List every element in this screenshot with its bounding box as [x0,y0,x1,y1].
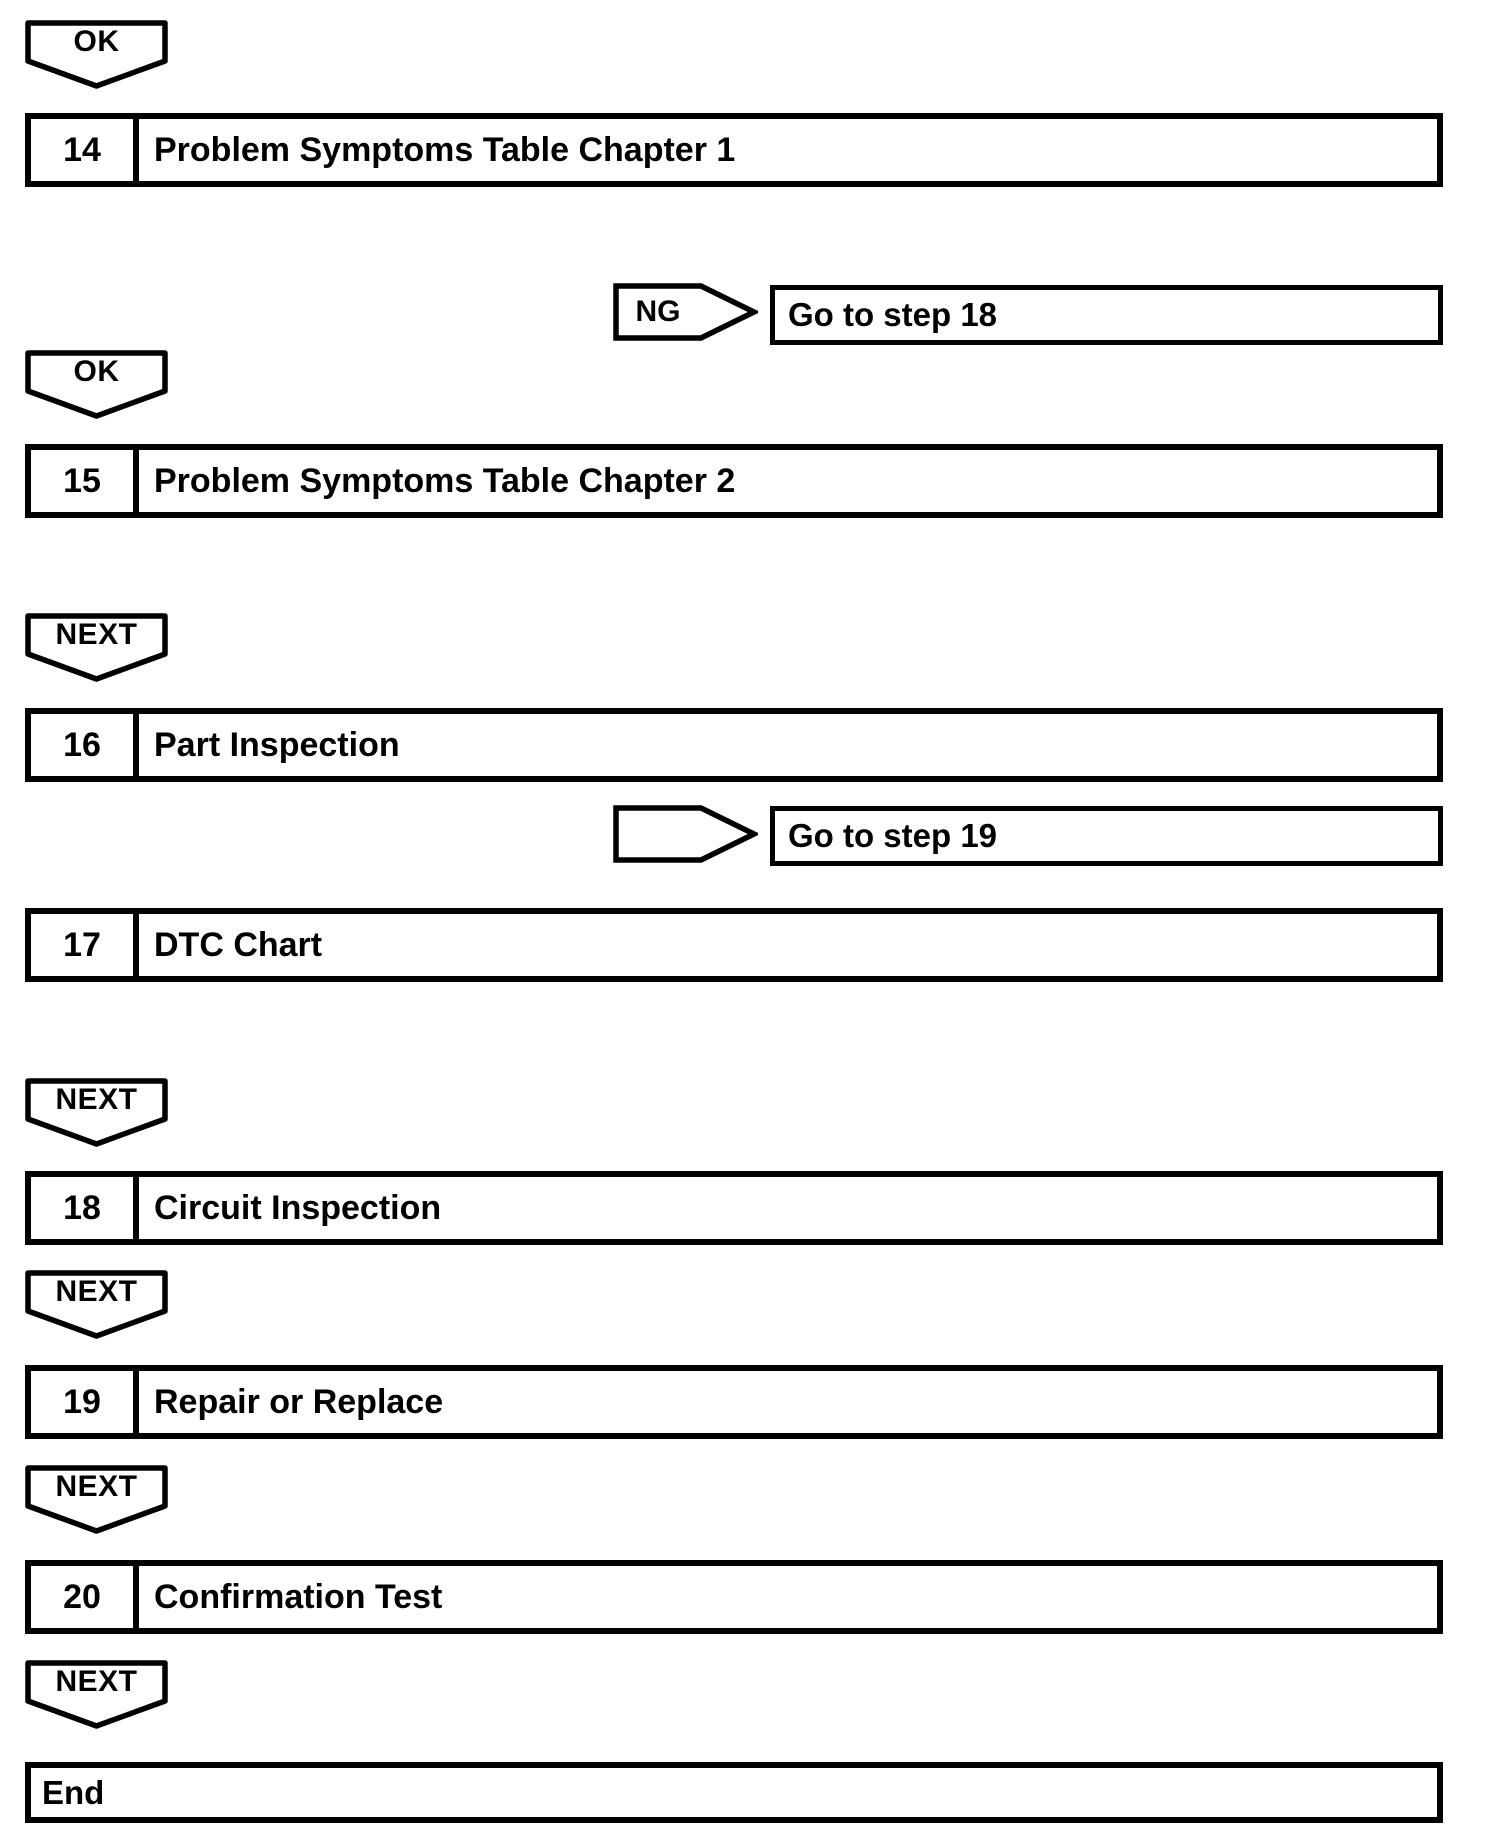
step-box-17: 17 DTC Chart [25,908,1443,982]
step-title: DTC Chart [154,925,323,964]
pentagon-down-shape [25,350,168,419]
connector-label: NEXT [55,618,138,651]
step-number: 18 [31,1177,139,1239]
connector-label: NEXT [55,1665,138,1698]
step-box-18: 18 Circuit Inspection [25,1171,1443,1245]
step-number: 15 [31,450,139,512]
next-connector-3: NEXT [25,1270,168,1340]
next-connector-5: NEXT [25,1660,168,1730]
pentagon-down-shape [25,20,168,89]
ng-branch-arrow: NG [613,283,758,341]
step-number: 19 [31,1371,139,1433]
pentagon-down-shape [25,1270,168,1339]
arrow-right-shape [613,283,758,341]
step-number: 16 [31,714,139,776]
next-connector-4: NEXT [25,1465,168,1535]
connector-label: NEXT [55,1275,138,1308]
step-number: 14 [31,119,139,181]
step-box-19: 19 Repair or Replace [25,1365,1443,1439]
pentagon-down-shape [25,1465,168,1534]
ok-connector-1: OK [25,20,168,90]
step-box-16: 16 Part Inspection [25,708,1443,782]
connector-label: NEXT [55,1470,138,1503]
branch-arrow-label [613,805,703,863]
step-box-14: 14 Problem Symptoms Table Chapter 1 [25,113,1443,187]
step-number: 17 [31,914,139,976]
connector-label: OK [73,355,120,388]
step-title: Repair or Replace [154,1382,444,1421]
empty-branch-arrow [613,805,758,863]
branch-arrow-label: NG [635,295,681,328]
step-number: 20 [31,1566,139,1628]
connector-label: NEXT [55,1083,138,1116]
step-title: Problem Symptoms Table Chapter 1 [154,130,736,169]
ok-connector-2: OK [25,350,168,420]
next-connector-1: NEXT [25,613,168,683]
goto-step-18-box: Go to step 18 [770,285,1443,345]
next-connector-2: NEXT [25,1078,168,1148]
pentagon-down-shape [25,1078,168,1147]
end-box: End [25,1762,1443,1823]
pentagon-down-shape [25,1660,168,1729]
arrow-right-shape [613,805,758,863]
step-title: Part Inspection [154,725,400,764]
step-box-15: 15 Problem Symptoms Table Chapter 2 [25,444,1443,518]
step-title: Circuit Inspection [154,1188,442,1227]
step-box-20: 20 Confirmation Test [25,1560,1443,1634]
step-title: Confirmation Test [154,1577,443,1616]
pentagon-down-shape [25,613,168,682]
goto-step-19-box: Go to step 19 [770,806,1443,866]
connector-label: OK [73,25,120,58]
step-title: Problem Symptoms Table Chapter 2 [154,461,736,500]
